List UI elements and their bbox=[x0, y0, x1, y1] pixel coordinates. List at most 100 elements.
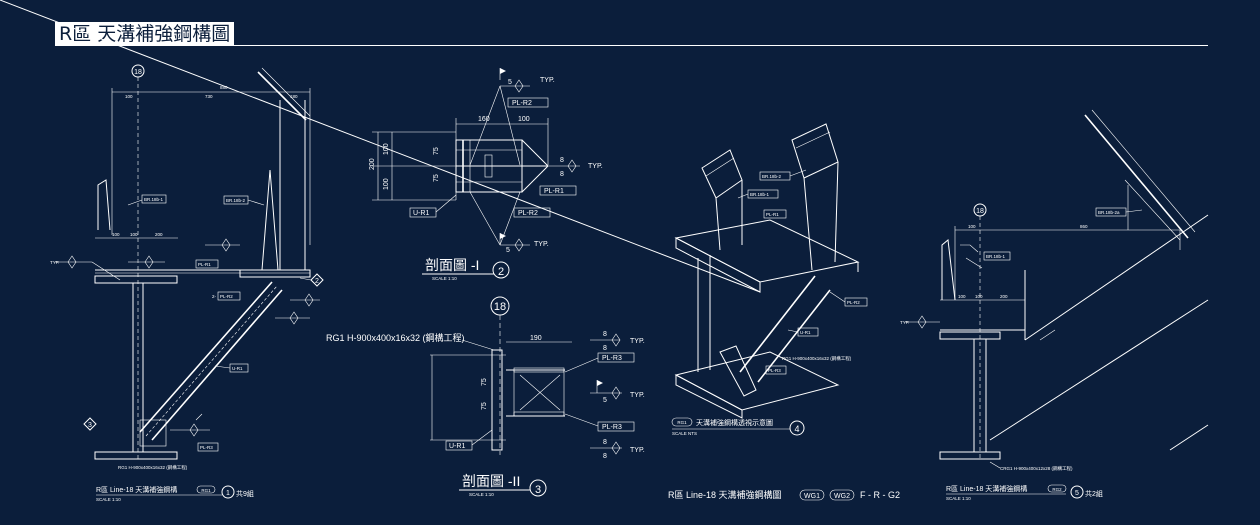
svg-text:100: 100 bbox=[518, 116, 530, 123]
section-1-number: 2 bbox=[498, 266, 504, 278]
column-flange bbox=[491, 349, 503, 451]
bracket-br18b-1 bbox=[97, 179, 111, 231]
label-pl-r1: PL-R1 bbox=[766, 212, 779, 217]
caption-5-bubble: RG2 bbox=[1052, 487, 1062, 492]
svg-text:100: 100 bbox=[968, 224, 976, 229]
section-mark-3 bbox=[83, 417, 97, 431]
section-1: 5 TYP. PL-R2 160 100 200 100 100 75 75 bbox=[369, 68, 603, 281]
caption-4-bubble: RG1 bbox=[677, 420, 687, 425]
member-callout: CRG1 H-900x400x12x28 (鋼構工程) bbox=[1000, 465, 1073, 472]
dim-total: 880 bbox=[220, 85, 228, 90]
caption-4-title: 天溝補強鋼構透視示意圖 bbox=[696, 418, 773, 427]
svg-text:8: 8 bbox=[560, 157, 564, 164]
svg-text:100: 100 bbox=[130, 232, 138, 237]
svg-text:TYP.: TYP. bbox=[630, 338, 645, 345]
label-pl-r1: PL-R1 bbox=[198, 262, 211, 267]
svg-text:8: 8 bbox=[603, 439, 607, 446]
svg-text:18: 18 bbox=[494, 301, 506, 313]
section-2-number: 3 bbox=[535, 484, 541, 496]
label-pl-r2: PL-R2 bbox=[220, 294, 233, 299]
gutter-slope bbox=[257, 71, 307, 121]
brace-u-r1 bbox=[139, 281, 273, 433]
drawing-footer-title: R區 Line-18 天溝補強鋼構圖 bbox=[668, 489, 782, 500]
svg-text:8: 8 bbox=[603, 345, 607, 352]
svg-text:75: 75 bbox=[481, 402, 488, 410]
dim-a: 100 bbox=[125, 94, 133, 99]
iso-brace bbox=[739, 275, 816, 373]
bracket-br18b-1 bbox=[701, 149, 743, 199]
svg-text:TYP.: TYP. bbox=[540, 77, 555, 84]
bottom-flange bbox=[939, 451, 1001, 460]
left-detail: 18 100 730 180 880 BR.18b-1 BR.18b-2 bbox=[50, 64, 324, 502]
grid-number: 18 bbox=[134, 69, 142, 76]
caption-1-bubble: RG1 bbox=[201, 488, 211, 493]
label-u-r1: U-R1 bbox=[232, 366, 243, 371]
svg-text:200: 200 bbox=[369, 158, 376, 170]
label-u-r1: U-R1 bbox=[800, 330, 811, 335]
bracket-br18b-2 bbox=[791, 123, 839, 179]
svg-text:8: 8 bbox=[603, 331, 607, 338]
dim-b: 730 bbox=[205, 94, 213, 99]
caption-5-count: 共2組 bbox=[1085, 489, 1103, 498]
svg-text:75: 75 bbox=[433, 174, 440, 182]
gutter-slope bbox=[1084, 114, 1189, 239]
top-flange bbox=[939, 331, 1001, 340]
caption-5-title: R區 Line-18 天溝補強鋼構 bbox=[946, 484, 1027, 493]
caption-4-number: 4 bbox=[794, 424, 799, 434]
right-detail: 18 100 860 BR.18b-2a BR.18b-1 bbox=[900, 109, 1209, 501]
caption-1-count: 共9組 bbox=[236, 489, 254, 498]
section-1-title: 剖面圖 -I bbox=[425, 257, 479, 273]
svg-text:100: 100 bbox=[383, 143, 390, 155]
caption-1-title: R區 Line-18 天溝補強鋼構 bbox=[96, 485, 177, 494]
svg-text:TYP.: TYP. bbox=[534, 241, 549, 248]
member-callout: RG1 H-900x400x16x32 (鋼構工程) bbox=[326, 332, 465, 343]
footer-suffix: F - R - G2 bbox=[860, 490, 900, 500]
svg-text:190: 190 bbox=[530, 335, 542, 342]
label-br18b-1: BR.18b-1 bbox=[144, 197, 164, 202]
label-br18b-1: BR.18b-1 bbox=[750, 192, 770, 197]
svg-text:TYP.: TYP. bbox=[50, 260, 59, 265]
svg-text:160: 160 bbox=[478, 116, 490, 123]
caption-5-number: 5 bbox=[1075, 490, 1079, 497]
svg-text:75: 75 bbox=[481, 378, 488, 386]
caption-5-scale: SCALE 1:10 bbox=[946, 496, 971, 501]
caption-4-scale: SCALE NTS bbox=[672, 431, 697, 436]
section-2-scale: SCALE 1:10 bbox=[469, 492, 494, 497]
label-pl-r2-top: PL-R2 bbox=[512, 100, 532, 107]
section-2: 18 RG1 H-900x400x16x32 (鋼構工程) 190 75 75 bbox=[326, 296, 645, 497]
svg-text:100: 100 bbox=[383, 178, 390, 190]
caption-1-scale: SCALE 1:10 bbox=[96, 497, 121, 502]
svg-text:200: 200 bbox=[1000, 294, 1008, 299]
label-u-r1: U-R1 bbox=[449, 443, 465, 450]
label-pl-r3: PL-R3 bbox=[768, 368, 781, 373]
roof-line-lower bbox=[989, 299, 1209, 441]
label-u-r1: U-R1 bbox=[413, 210, 429, 217]
label-br18b-2: BR.18b-2 bbox=[226, 198, 246, 203]
svg-text:5: 5 bbox=[603, 397, 607, 404]
section-2-title: 剖面圖 -II bbox=[462, 473, 520, 489]
svg-text:100: 100 bbox=[112, 232, 120, 237]
label-br18b-1: BR.18b-1 bbox=[986, 254, 1006, 259]
svg-text:100: 100 bbox=[958, 294, 966, 299]
label-pl-r1: PL-R1 bbox=[544, 188, 564, 195]
pl-r3-plate bbox=[139, 419, 167, 447]
iso-top-flange bbox=[674, 219, 860, 283]
svg-text:2: 2 bbox=[315, 278, 319, 285]
svg-text:75: 75 bbox=[433, 147, 440, 155]
member-callout: RG1 H-900x400x16x32 (鋼構工程) bbox=[782, 355, 852, 362]
svg-text:8: 8 bbox=[560, 171, 564, 178]
iso-detail: BR.18b-1 BR.18b-2 PL-R1 PL-R2 U-R1 RG1 H… bbox=[0, 0, 900, 501]
label-pl-r2: PL-R2 bbox=[847, 300, 860, 305]
section-1-scale: SCALE 1:10 bbox=[432, 276, 457, 281]
svg-text:TYP.: TYP. bbox=[588, 163, 603, 170]
bracket-br18b-2 bbox=[261, 169, 279, 271]
dim-c: 180 bbox=[290, 94, 298, 99]
svg-text:8: 8 bbox=[603, 453, 607, 460]
bracket-left bbox=[941, 239, 956, 301]
svg-text:2-: 2- bbox=[212, 294, 217, 299]
label-pl-r3-b: PL-R3 bbox=[602, 424, 622, 431]
svg-text:3: 3 bbox=[88, 422, 92, 429]
top-flange-left bbox=[94, 275, 178, 284]
